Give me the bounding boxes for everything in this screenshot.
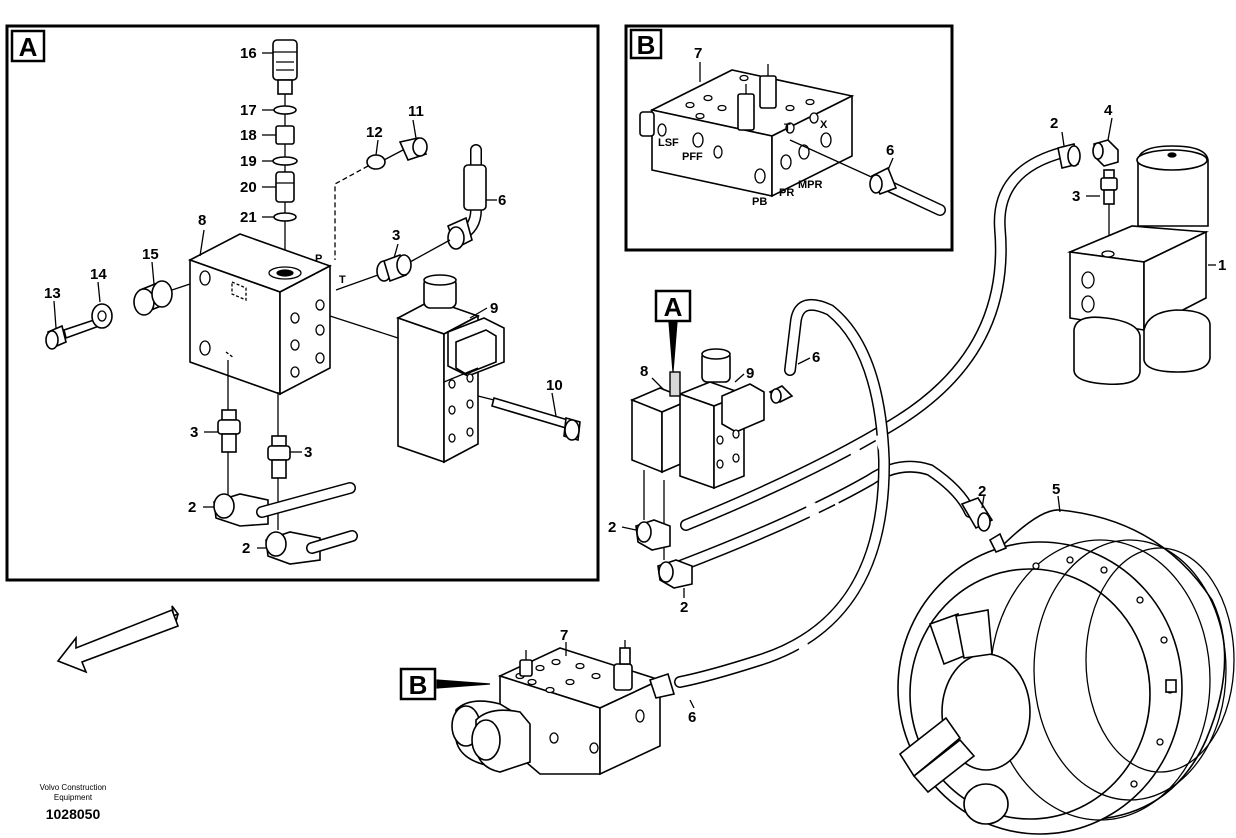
callout-7-main: 7 [560,627,568,644]
callout-9-main: 9 [746,365,754,382]
port-x: X [820,119,828,131]
callout-6-detail: 6 [886,142,894,159]
callout-8-main: 8 [640,363,648,380]
port-t-detail: T [784,122,791,134]
solenoid-valve-9 [329,274,505,464]
callout-20: 20 [240,179,257,196]
ref-b-label: B [409,670,428,700]
callout-18: 18 [240,127,257,144]
port-mpr: MPR [798,179,823,191]
callout-2-main-left: 2 [608,519,616,536]
callout-13: 13 [44,285,61,302]
callout-2-main-right: 2 [680,599,688,616]
port-pff: PFF [682,151,703,163]
fitting-3-right [267,435,291,479]
callout-2-motor: 2 [978,483,986,500]
callout-3-right: 3 [304,444,312,461]
callout-6: 6 [498,192,506,209]
ref-a-box [654,289,692,323]
callout-2-left: 2 [188,499,196,516]
elbow-2-main-left [635,519,671,551]
elbow-4 [1092,139,1119,167]
manifold-7-main [451,640,676,776]
company-line-1: Volvo Construction [40,783,107,792]
port-lsf: LSF [658,137,679,149]
callout-3-left: 3 [190,424,198,441]
hose-lines [674,146,1070,688]
callout-5: 5 [1052,481,1060,498]
callout-10: 10 [546,377,563,394]
manifold-7-detail [639,64,855,198]
callout-14: 14 [90,266,107,283]
valve-block-8 [188,233,332,396]
callout-19: 19 [240,153,257,170]
hose-end-2-motor [960,497,994,532]
elbow-2-main-right [657,559,693,589]
callout-11: 11 [408,103,424,120]
detail-b-label: B [637,30,656,60]
callout-17: 17 [240,102,257,119]
company-line-2: Equipment [54,793,93,802]
callout-6-main-upper: 6 [812,349,820,366]
port-pb: PB [752,196,767,208]
callout-3-upper: 3 [392,227,400,244]
accumulator-1 [1066,145,1211,386]
elbow-2-left [213,482,356,527]
callout-21: 21 [240,209,257,226]
port-pr: PR [779,187,794,199]
spacer-15 [133,280,191,316]
callout-6-main-lower: 6 [688,709,696,726]
bolt-10 [477,395,581,442]
port-p: P [315,253,322,265]
port-t: T [339,274,346,286]
callout-4: 4 [1104,102,1113,119]
callout-15: 15 [142,246,159,263]
callout-8: 8 [198,212,206,229]
washer-14 [91,303,113,329]
fitting-3-left [217,409,241,453]
callout-2-upper: 2 [1050,115,1058,132]
fitting-3-accumulator [1100,169,1118,250]
callout-12: 12 [366,124,383,141]
elbow-2-right [265,530,358,565]
plug-11 [366,137,428,170]
callout-3-accumulator: 3 [1072,188,1080,205]
ref-b-box [399,667,437,701]
ref-a-label: A [664,292,683,322]
fitting-3-upper [376,239,451,283]
drawing-number: 1028050 [46,806,101,822]
detail-b-panel: B 7 LSF [624,24,954,252]
valve-assembly-main [629,348,794,560]
callout-16: 16 [240,45,257,62]
bolt-13 [45,316,103,350]
callout-1: 1 [1218,257,1226,274]
callout-7-detail: 7 [694,45,702,62]
callout-2-right: 2 [242,540,250,557]
detail-a-label: A [19,32,38,62]
callout-9: 9 [490,300,498,317]
detail-a-panel: A 16 17 18 19 [5,24,600,582]
hose-end-2-upper [1057,143,1081,169]
direction-arrow-icon [56,605,180,674]
hydraulic-motor-5 [897,509,1235,835]
fitting-stack [272,39,298,268]
